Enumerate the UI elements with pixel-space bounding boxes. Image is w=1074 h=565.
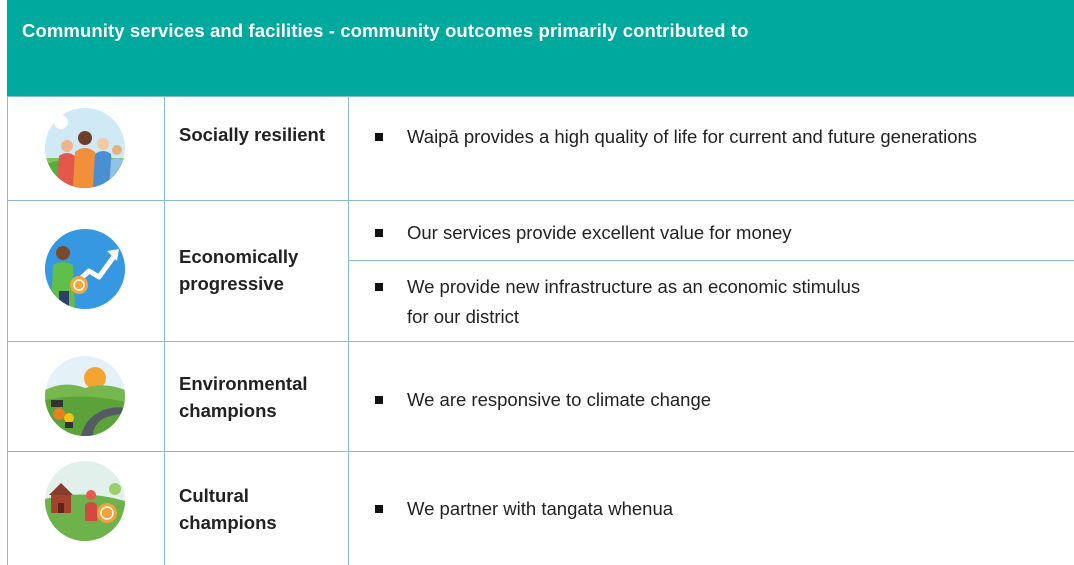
outcome-item: Our services provide excellent value for… [375, 218, 1065, 248]
row-divider [7, 451, 1074, 452]
cultural-landscape-icon [45, 461, 125, 541]
outcome-category-label: Economically progressive [179, 246, 299, 294]
outcome-category-label: Cultural champions [179, 485, 277, 533]
outcome-item: We provide new infrastructure as an econ… [375, 272, 870, 332]
outcome-category-label: Socially resilient [179, 124, 326, 145]
bullet-icon [375, 133, 383, 141]
row-divider [7, 96, 1074, 97]
bullet-icon [375, 283, 383, 291]
row-divider [7, 341, 1074, 342]
outcome-text: We are responsive to climate change [407, 389, 712, 410]
outcome-item: We partner with tangata whenua [375, 494, 1065, 524]
bullet-icon [375, 396, 383, 404]
table-border-left [7, 96, 8, 565]
outcome-text: We provide new infrastructure as an econ… [407, 276, 861, 327]
outcome-text: Waipā provides a high quality of life fo… [407, 126, 978, 147]
column-divider-2 [348, 96, 349, 565]
people-group-icon [45, 108, 125, 188]
row-divider [349, 260, 1074, 261]
column-divider-1 [164, 96, 165, 565]
outcome-category-label: Environmental champions [179, 373, 308, 421]
outcome-text: Our services provide excellent value for… [407, 222, 792, 243]
bullet-icon [375, 505, 383, 513]
growth-chart-icon [45, 229, 125, 309]
table-header: Community services and facilities - comm… [7, 0, 1074, 96]
row-divider [7, 200, 1074, 201]
landscape-road-icon [45, 356, 125, 436]
table-title: Community services and facilities - comm… [22, 20, 749, 41]
outcome-text: We partner with tangata whenua [407, 498, 674, 519]
outcome-item: Waipā provides a high quality of life fo… [375, 122, 1065, 152]
outcome-item: We are responsive to climate change [375, 385, 1065, 415]
bullet-icon [375, 229, 383, 237]
